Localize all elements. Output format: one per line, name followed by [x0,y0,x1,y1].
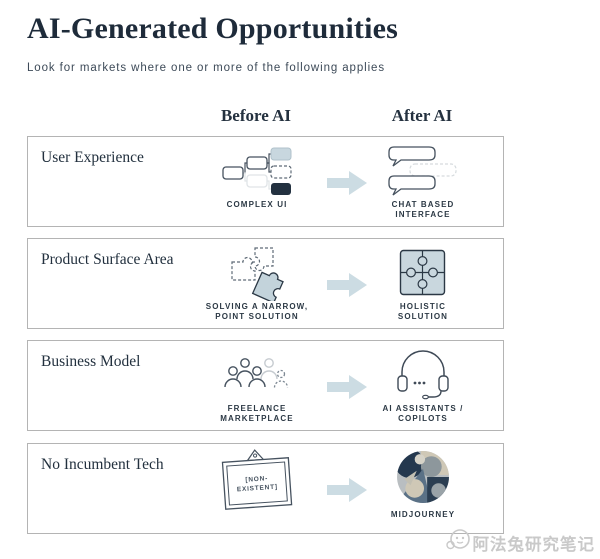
caption-line: MIDJOURNEY [390,510,456,519]
before-cell: FREELANCE MARKETPLACE [192,341,322,430]
watermark-text: 阿法兔研究笔记 [472,535,595,554]
caption-line: AI ASSISTANTS / [382,404,464,413]
watermark: 阿法兔研究笔记 [445,527,596,558]
non-existent-frame-icon: [NON- EXISTENT] [192,448,322,514]
column-header-before-ai: Before AI [220,106,292,125]
row-label: Product Surface Area [41,251,174,268]
right-arrow-icon [327,170,367,196]
people-group-icon [192,349,322,401]
caption-line: CHAT BASED [391,200,455,209]
row-no-incumbent-tech: No Incumbent Tech [NON- EXISTENT] [27,443,504,534]
caption-line: COMPLEX UI [226,200,288,209]
icon-caption: FREELANCE MARKETPLACE [178,404,336,423]
frame-text-line: [NON- [245,475,268,484]
before-cell: [NON- EXISTENT] [192,444,322,533]
row-product-surface-area: Product Surface Area SOLVING A NARROW, P… [27,238,504,329]
row-business-model: Business Model [27,340,504,431]
after-cell: MIDJOURNEY [358,444,488,533]
column-header-after-ai: After AI [391,106,453,125]
page-title: AI-Generated Opportunities [27,12,399,45]
icon-caption: MIDJOURNEY [344,510,502,520]
icon-caption: HOLISTIC SOLUTION [344,302,502,321]
page-subtitle: Look for markets where one or more of th… [27,62,386,74]
complex-ui-icon [192,145,322,197]
after-cell: HOLISTIC SOLUTION [358,239,488,328]
midjourney-logo [358,449,488,505]
right-arrow-icon [327,272,367,298]
caption-line: FREELANCE [227,404,287,413]
caption-line: POINT SOLUTION [215,311,299,321]
icon-caption: CHAT BASED INTERFACE [344,200,502,219]
right-arrow-icon [327,374,367,400]
icon-caption: AI ASSISTANTS / COPILOTS [344,404,502,423]
after-cell: AI ASSISTANTS / COPILOTS [358,341,488,430]
caption-line: SOLUTION [397,311,449,321]
narrow-puzzle-icon [192,247,322,301]
before-cell: SOLVING A NARROW, POINT SOLUTION [192,239,322,328]
headset-icon [358,349,488,401]
chat-based-interface-icon [358,145,488,197]
row-label: User Experience [41,149,144,166]
row-user-experience: User Experience COMPLEX UI [27,136,504,227]
rabbit-chat-icon [445,527,471,558]
caption-line: SOLVING A NARROW, [205,302,309,311]
caption-line: HOLISTIC [399,302,447,311]
frame-text-line: EXISTENT] [237,484,279,494]
before-cell: COMPLEX UI [192,137,322,226]
right-arrow-icon [327,477,367,503]
icon-caption: SOLVING A NARROW, POINT SOLUTION [178,302,336,321]
row-label: Business Model [41,353,141,370]
after-cell: CHAT BASED INTERFACE [358,137,488,226]
caption-line: COPILOTS [398,413,448,423]
row-label: No Incumbent Tech [41,456,164,473]
caption-line: MARKETPLACE [220,413,294,423]
icon-caption: COMPLEX UI [178,200,336,210]
holistic-puzzle-icon [358,247,488,299]
caption-line: INTERFACE [395,209,451,219]
